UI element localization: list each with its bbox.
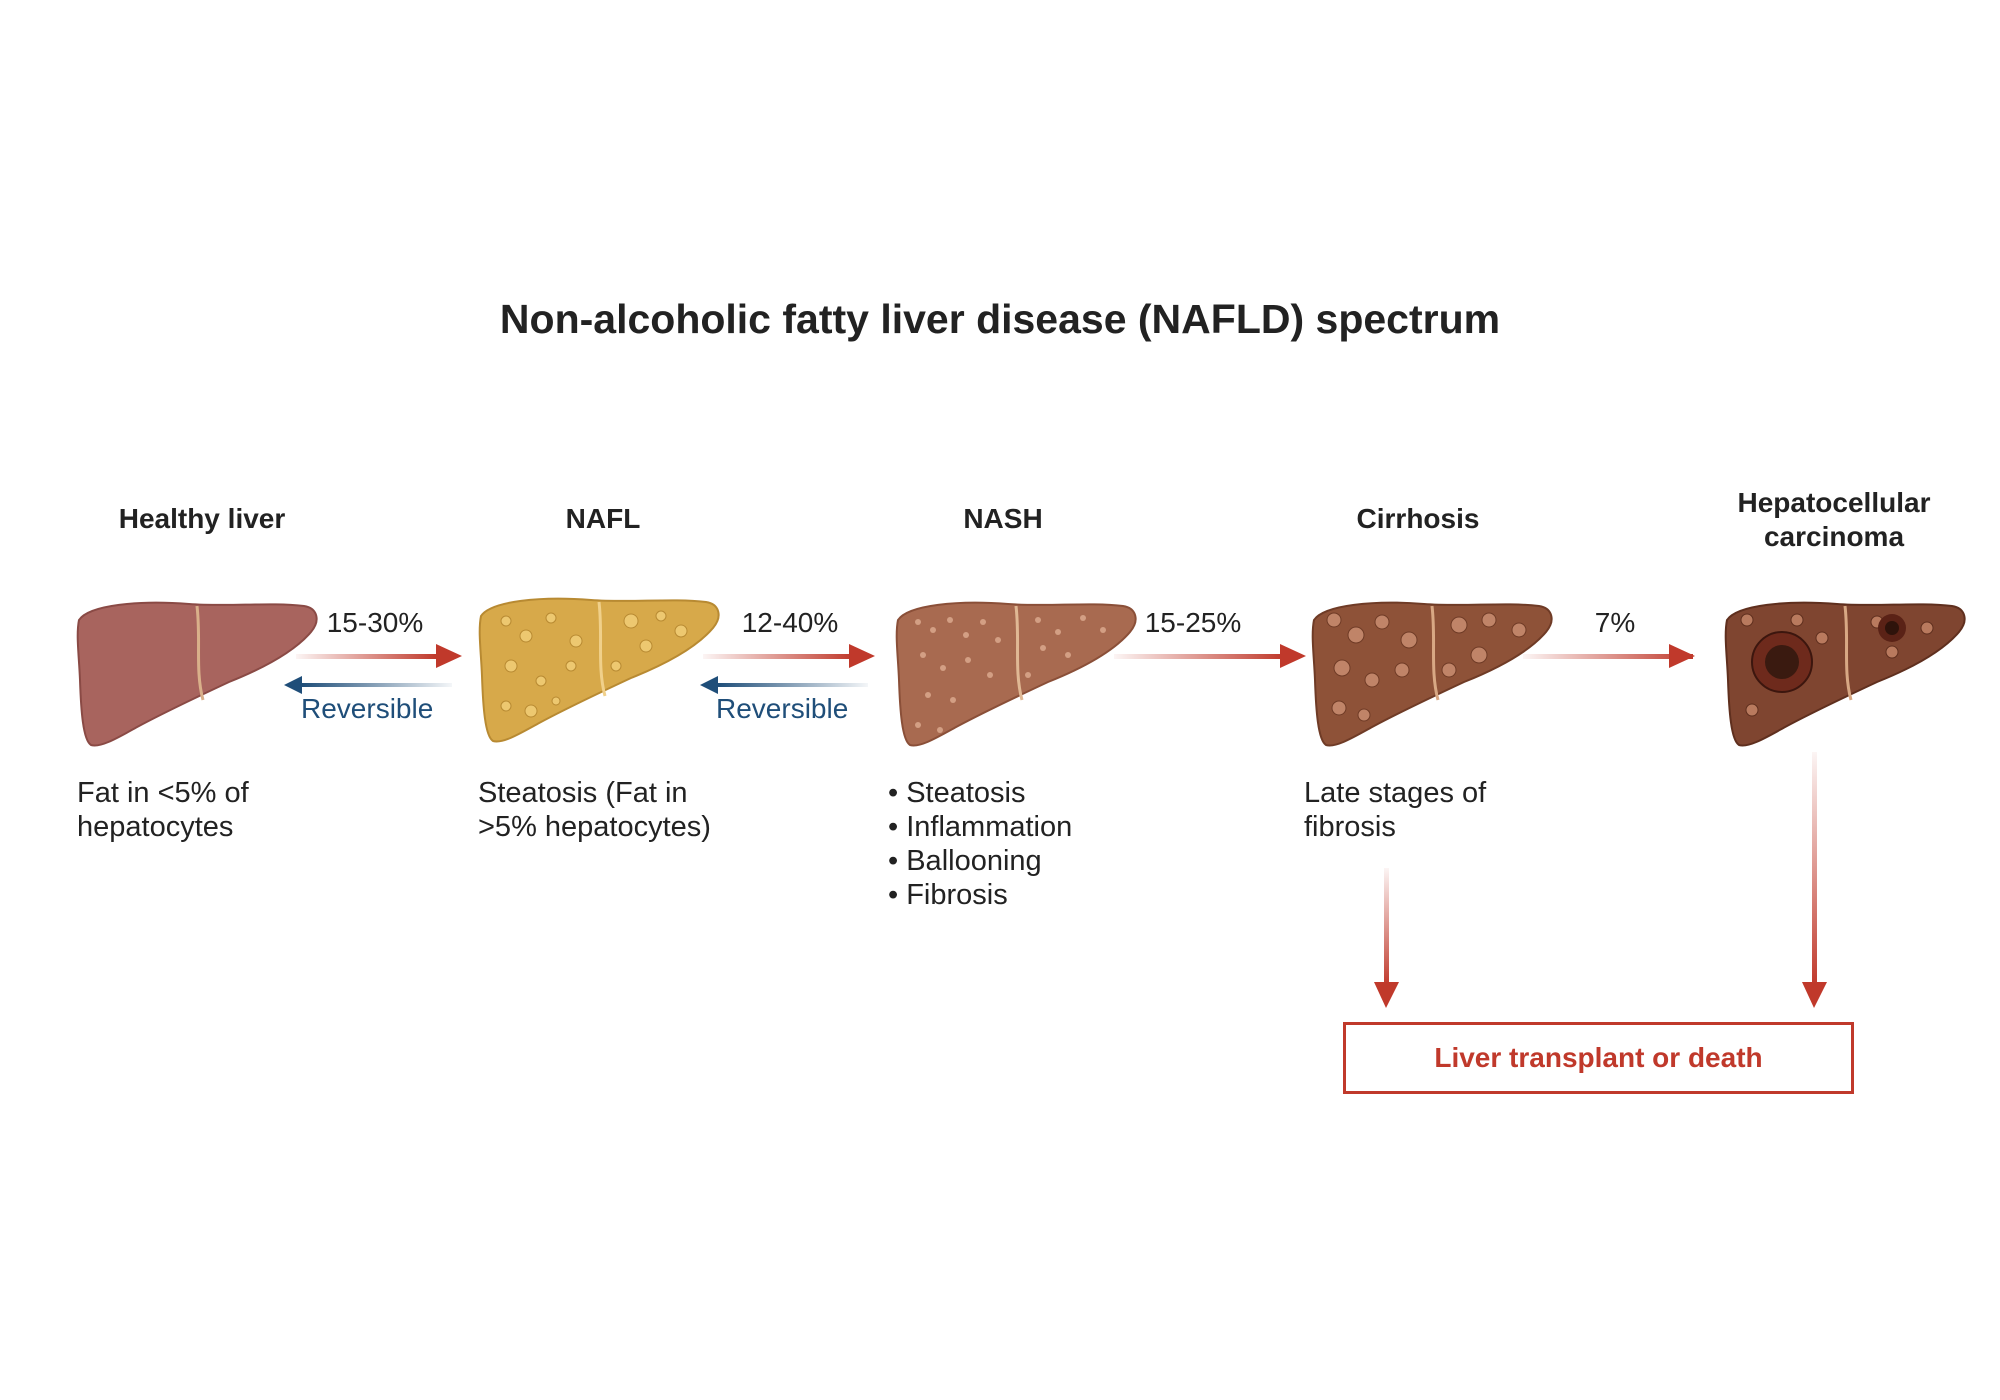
list-item: • Inflammation (888, 811, 1073, 843)
rate-cirrhosis-to-hcc: 7% (1594, 607, 1636, 638)
list-item: • Ballooning (888, 845, 1042, 877)
outcome-label: Liver transplant or death (1434, 1042, 1763, 1073)
stage-label-healthy: Healthy liver (118, 503, 286, 534)
stage-label-cirrhosis: Cirrhosis (1356, 503, 1480, 534)
down-arrow-hcc (1802, 752, 1827, 1008)
nafl-liver-icon (478, 597, 720, 743)
reverse-arrow-2 (700, 676, 868, 694)
description-healthy-line2: hepatocytes (77, 811, 234, 843)
rate-nash-to-cirrhosis: 15-25% (1144, 607, 1242, 638)
reverse-arrow-1 (284, 676, 452, 694)
rate-nafl-to-nash: 12-40% (741, 607, 839, 638)
list-item: • Fibrosis (888, 879, 1008, 911)
stage-label-hcc: Hepatocellular carcinoma (1684, 486, 1984, 554)
list-item: • Steatosis (888, 777, 1026, 809)
down-arrow-cirrhosis (1374, 868, 1399, 1008)
forward-arrow-1 (296, 644, 462, 668)
healthy-liver-icon (76, 601, 318, 747)
rate-healthy-to-nafl: 15-30% (326, 607, 424, 638)
description-nafl-line1: Steatosis (Fat in (478, 777, 688, 809)
nash-liver-icon (895, 601, 1137, 747)
stage-label-nash: NASH (963, 503, 1043, 534)
forward-arrow-4 (1523, 644, 1695, 668)
forward-arrow-2 (703, 644, 875, 668)
description-healthy: Fat in <5% of hepatocytes (77, 776, 249, 844)
description-nafl: Steatosis (Fat in >5% hepatocytes) (478, 776, 711, 844)
hcc-liver-icon (1724, 601, 1966, 747)
reversible-label-1: Reversible (301, 693, 434, 724)
description-cirrhosis: Late stages of fibrosis (1304, 776, 1486, 844)
stage-label-hcc-line2: carcinoma (1763, 521, 1905, 552)
description-nafl-line2: >5% hepatocytes) (478, 811, 711, 843)
cirrhosis-liver-icon (1311, 601, 1553, 747)
page-title: Non-alcoholic fatty liver disease (NAFLD… (499, 296, 1501, 342)
stage-label-nafl: NAFL (565, 503, 641, 534)
outcome-box: Liver transplant or death (1343, 1022, 1854, 1094)
description-healthy-line1: Fat in <5% of (77, 777, 249, 809)
forward-arrow-3 (1114, 644, 1306, 668)
description-cirrhosis-line2: fibrosis (1304, 811, 1396, 843)
reversible-label-2: Reversible (716, 693, 849, 724)
description-nash: • Steatosis • Inflammation • Ballooning … (888, 776, 1072, 912)
nash-feature-list: • Steatosis • Inflammation • Ballooning … (888, 776, 1072, 912)
stage-label-hcc-line1: Hepatocellular (1737, 487, 1931, 518)
description-cirrhosis-line1: Late stages of (1304, 777, 1487, 809)
